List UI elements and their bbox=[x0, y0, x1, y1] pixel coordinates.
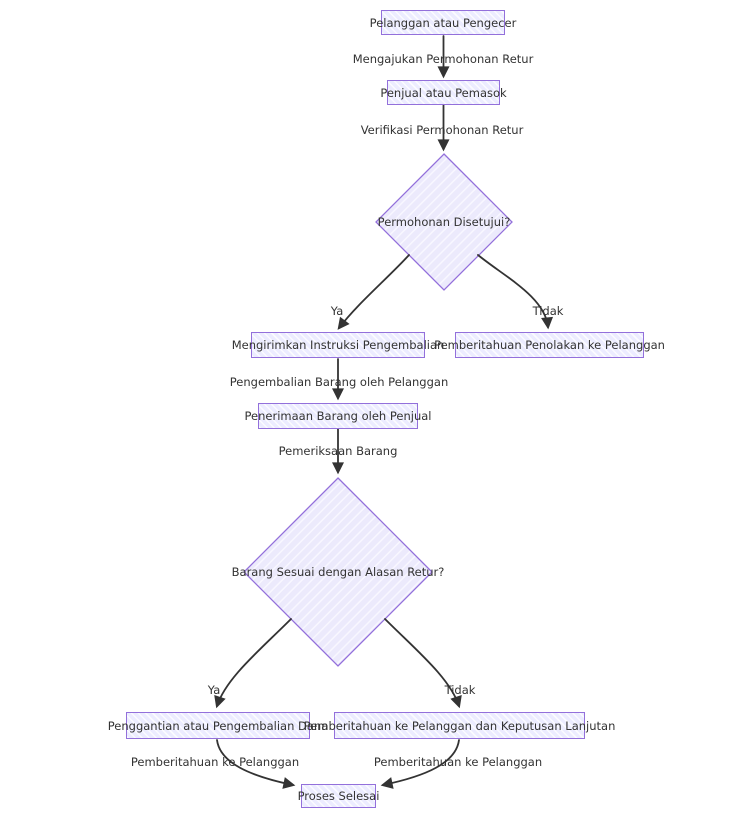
edge-label-ya-1: Ya bbox=[330, 304, 344, 318]
edge-approval-no bbox=[477, 254, 554, 330]
node-pemberitahuan-penolakan: Pemberitahuan Penolakan ke Pelanggan bbox=[434, 332, 665, 358]
edge-label-pemberitahuan-kanan: Pemberitahuan ke Pelanggan bbox=[373, 755, 543, 769]
edge-label-mengajukan: Mengajukan Permohonan Retur bbox=[352, 52, 534, 66]
node-penggantian-dana: Penggantian atau Pengembalian Dana bbox=[108, 712, 328, 739]
node-penjual-atau-pemasok: Penjual atau Pemasok bbox=[380, 80, 507, 105]
edge-label-pengembalian-barang: Pengembalian Barang oleh Pelanggan bbox=[229, 375, 449, 389]
edge-label-pemeriksaan: Pemeriksaan Barang bbox=[278, 444, 398, 458]
edge-refund-to-done bbox=[216, 739, 296, 789]
edge-approval-yes bbox=[337, 254, 410, 330]
edge-label-verifikasi: Verifikasi Permohonan Retur bbox=[360, 123, 524, 137]
edge-match-no bbox=[384, 618, 462, 709]
node-pelanggan-atau-pengecer: Pelanggan atau Pengecer bbox=[370, 10, 516, 35]
edge-label-tidak-1: Tidak bbox=[532, 304, 564, 318]
edge-label-tidak-2: Tidak bbox=[444, 683, 476, 697]
decision-match-label: Barang Sesuai dengan Alasan Retur? bbox=[231, 565, 445, 579]
node-proses-selesai: Proses Selesai bbox=[298, 784, 379, 808]
node-pemberitahuan-keputusan: Pemberitahuan ke Pelanggan dan Keputusan… bbox=[304, 712, 615, 739]
edge-match-yes bbox=[214, 618, 292, 709]
node-penerimaan-barang: Penerimaan Barang oleh Penjual bbox=[245, 403, 431, 429]
decision-approval-label: Permohonan Disetujui? bbox=[377, 215, 511, 229]
edge-label-pemberitahuan-kiri: Pemberitahuan ke Pelanggan bbox=[130, 755, 300, 769]
edge-notify-to-done bbox=[380, 739, 460, 789]
edge-label-ya-2: Ya bbox=[207, 683, 221, 697]
node-mengirimkan-instruksi: Mengirimkan Instruksi Pengembalian bbox=[232, 332, 444, 358]
